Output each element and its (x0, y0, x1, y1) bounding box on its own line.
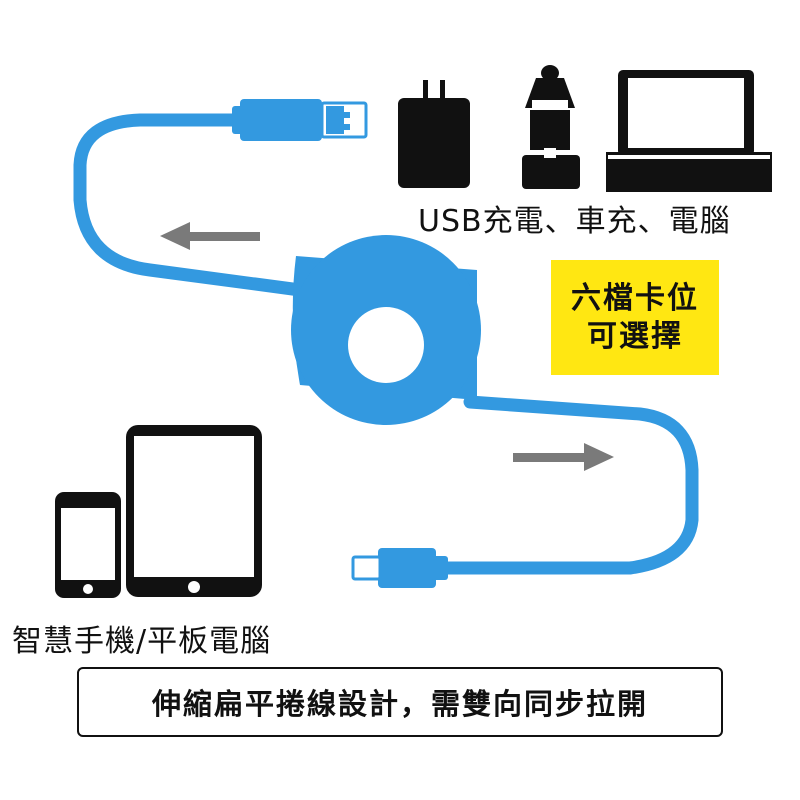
micro-usb-connector (351, 548, 448, 588)
smartphone-icon (55, 492, 121, 598)
badge-line-2: 可選擇 (587, 318, 683, 354)
wall-charger-icon (398, 80, 470, 188)
arrow-left-icon (160, 222, 260, 250)
upper-cable (73, 113, 307, 297)
power-sources-label: USB充電、車充、電腦 (418, 204, 731, 239)
cable-reel (291, 235, 481, 425)
tablet-icon (126, 425, 262, 597)
badge-line-1: 六檔卡位 (571, 280, 699, 316)
lower-cable (438, 395, 699, 575)
feature-caption-text: 伸縮扁平捲線設計，需雙向同步拉開 (151, 687, 648, 721)
devices-label: 智慧手機/平板電腦 (12, 624, 272, 659)
lock-positions-badge: 六檔卡位 可選擇 (551, 260, 719, 375)
arrow-right-icon (513, 443, 614, 471)
car-charger-icon (522, 65, 580, 189)
usb-a-connector (232, 99, 368, 141)
laptop-icon (606, 70, 772, 192)
feature-caption: 伸縮扁平捲線設計，需雙向同步拉開 (77, 667, 723, 737)
